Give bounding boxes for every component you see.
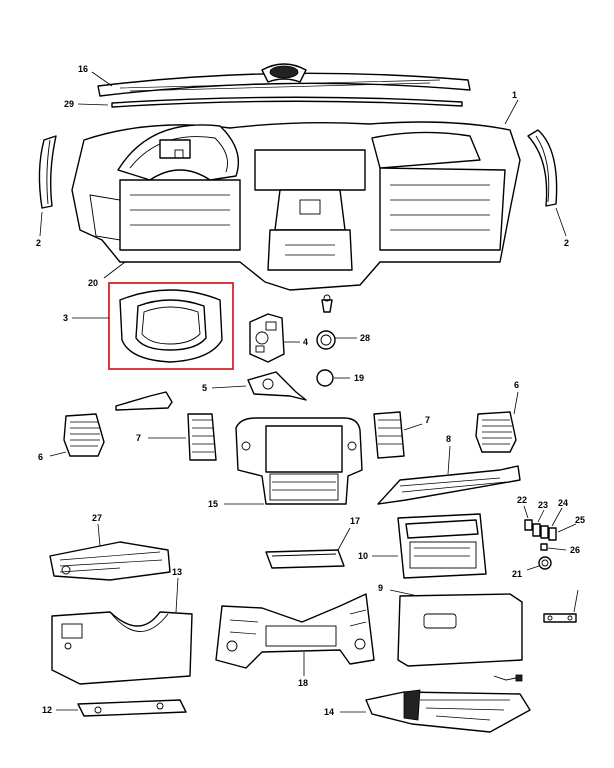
callout-14: 14 — [324, 707, 334, 717]
switch-set-part[interactable] — [524, 519, 557, 551]
vent-outlet-left-part[interactable] — [63, 413, 105, 457]
callout-26: 26 — [570, 545, 580, 555]
vent-center-right-part[interactable] — [373, 411, 405, 459]
clip-part[interactable] — [321, 294, 333, 313]
callout-9: 9 — [378, 583, 383, 593]
callout-12: 12 — [42, 705, 52, 715]
callout-16: 16 — [78, 64, 88, 74]
callout-23: 23 — [538, 500, 548, 510]
radio-module-part[interactable] — [397, 513, 487, 579]
callout-24: 24 — [558, 498, 568, 508]
callout-6-right: 6 — [514, 380, 519, 390]
seal-strip-part[interactable] — [111, 96, 463, 108]
callout-27: 27 — [92, 513, 102, 523]
callout-21: 21 — [512, 569, 522, 579]
callout-4: 4 — [303, 337, 308, 347]
vent-outlet-right-part[interactable] — [475, 411, 517, 453]
lower-rail-part[interactable] — [77, 699, 187, 717]
glove-box-bin-part[interactable] — [365, 689, 531, 733]
glove-box-latch-part[interactable] — [493, 674, 523, 682]
callout-3: 3 — [63, 313, 68, 323]
glove-box-door-part[interactable] — [397, 593, 523, 667]
callout-2-right: 2 — [564, 238, 569, 248]
callout-1: 1 — [512, 90, 517, 100]
cluster-bezel-part[interactable] — [119, 289, 223, 363]
callout-7-left: 7 — [136, 433, 141, 443]
callout-15: 15 — [208, 499, 218, 509]
callout-13: 13 — [172, 567, 182, 577]
callout-18: 18 — [298, 678, 308, 688]
callout-2-left: 2 — [36, 238, 41, 248]
callout-29: 29 — [64, 99, 74, 109]
callout-22: 22 — [517, 495, 527, 505]
o-ring-part[interactable] — [316, 369, 334, 387]
instrument-panel-part[interactable] — [71, 121, 521, 291]
storage-tray-part[interactable] — [265, 549, 345, 569]
knob-part[interactable] — [538, 556, 552, 570]
callout-6-left: 6 — [38, 452, 43, 462]
bracket-part[interactable] — [249, 313, 285, 363]
callout-28: 28 — [360, 333, 370, 343]
callout-20: 20 — [88, 278, 98, 288]
grommet-part[interactable] — [316, 330, 336, 350]
highlight-box — [108, 282, 234, 370]
callout-17: 17 — [350, 516, 360, 526]
end-cap-right-part[interactable] — [527, 129, 558, 207]
center-support-part[interactable] — [215, 593, 375, 669]
vent-center-left-part[interactable] — [187, 413, 217, 461]
center-bezel-part[interactable] — [235, 417, 363, 505]
defroster-grille-part[interactable] — [97, 63, 471, 97]
callout-7-right: 7 — [425, 415, 430, 425]
check-strap-part[interactable] — [543, 613, 577, 623]
callout-19: 19 — [354, 373, 364, 383]
callout-10: 10 — [358, 551, 368, 561]
callout-5: 5 — [202, 383, 207, 393]
knee-panel-part[interactable] — [51, 611, 193, 685]
passenger-trim-panel-part[interactable] — [377, 465, 521, 505]
lower-trim-part[interactable] — [49, 541, 171, 581]
callout-8: 8 — [446, 434, 451, 444]
callout-25: 25 — [575, 515, 585, 525]
end-cap-left-part[interactable] — [38, 135, 57, 209]
trim-panel-part[interactable] — [115, 371, 307, 411]
